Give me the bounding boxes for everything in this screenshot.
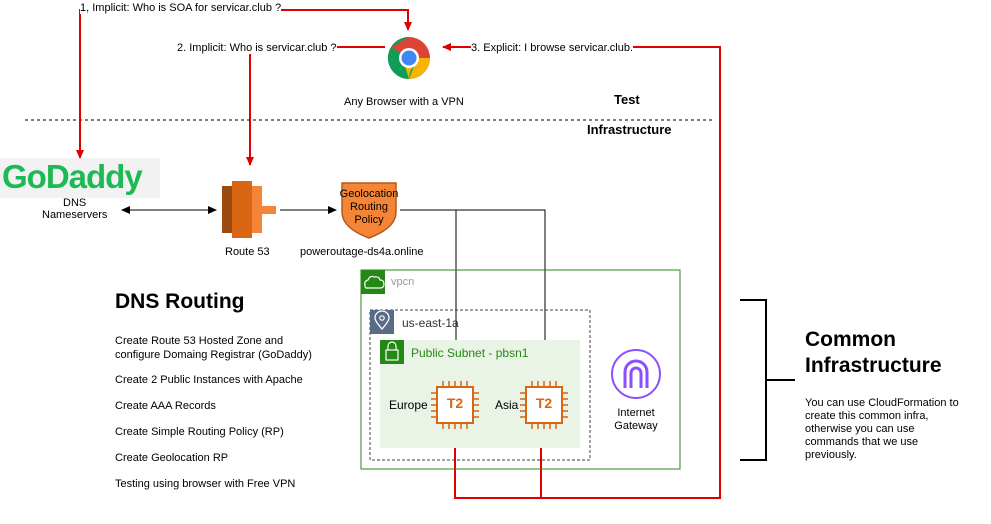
common-desc-line5: previously. <box>805 449 857 461</box>
geo-asia-link <box>400 209 549 381</box>
igw-line1: Internet <box>617 407 655 419</box>
geo-domain-label: poweroutage-ds4a.online <box>300 246 424 258</box>
dns-step-4: Create Simple Routing Policy (RP) <box>115 426 284 438</box>
godaddy-logo: GoDaddy <box>2 158 143 195</box>
browse-label: 3. Explicit: I browse servicar.club. <box>471 42 634 54</box>
common-infra-title-line2: Infrastructure <box>805 354 942 377</box>
dns-step-3: Create AAA Records <box>115 400 216 412</box>
common-infra-title-line1: Common <box>805 328 896 351</box>
common-infra-desc: You can use CloudFormation to create thi… <box>805 397 959 462</box>
az-icon-bg <box>370 310 394 334</box>
asia-instance-type: T2 <box>535 395 553 411</box>
cloud-icon <box>364 275 385 289</box>
godaddy-logo-bg <box>0 158 160 198</box>
common-desc-line2: create this common infra, <box>805 410 929 422</box>
godaddy-label-line1: DNS <box>63 197 87 209</box>
who-query-label: 2. Implicit: Who is servicar.club ? <box>177 42 337 54</box>
internet-gateway-icon <box>611 349 661 399</box>
geo-line2: Routing <box>350 201 388 213</box>
vpc-label: vpcn <box>391 276 415 288</box>
vpc-box <box>360 269 681 470</box>
az-label: us-east-1a <box>402 316 459 330</box>
geo-line3: Policy <box>354 214 384 226</box>
common-infra-bracket <box>740 299 795 461</box>
common-desc-line4: commands that we use <box>805 436 919 448</box>
dns-step-1-line2: configure Domaing Registrar (GoDaddy) <box>115 349 312 361</box>
lock-icon <box>385 341 399 361</box>
subnet-label: Public Subnet - pbsn1 <box>411 346 529 360</box>
europe-label: Europe <box>389 398 428 412</box>
dns-step-2: Create 2 Public Instances with Apache <box>115 374 303 386</box>
godaddy-label-line2: Nameservers <box>42 209 108 221</box>
europe-chip-icon <box>431 381 479 429</box>
chrome-icon <box>387 36 430 80</box>
common-desc-line1: You can use CloudFormation to <box>805 397 959 409</box>
common-infra-title: Common Infrastructure <box>805 327 942 379</box>
dns-step-5: Create Geolocation RP <box>115 452 229 464</box>
common-desc-line3: otherwise you can use <box>805 423 915 435</box>
dns-step-6: Testing using browser with Free VPN <box>115 478 296 490</box>
zone-infra-label: Infrastructure <box>587 122 672 137</box>
route53-label: Route 53 <box>225 246 270 258</box>
geo-line1: Geolocation <box>339 188 399 200</box>
soa-query-arrow <box>76 9 409 159</box>
igw-label: Internet Gateway <box>606 407 666 433</box>
geolocation-policy-icon <box>341 182 397 239</box>
geo-policy-text: Geolocation Routing Policy <box>336 188 402 227</box>
route53-icon <box>222 181 276 238</box>
location-pin-icon <box>374 310 390 330</box>
soa-query-label: 1, Implicit: Who is SOA for servicar.clu… <box>80 2 282 14</box>
europe-instance-type: T2 <box>446 395 464 411</box>
igw-line2: Gateway <box>614 420 658 432</box>
asia-label: Asia <box>495 398 519 412</box>
zone-test-label: Test <box>614 92 640 107</box>
dns-step-1: Create Route 53 Hosted Zone and configur… <box>115 334 312 362</box>
availability-zone-box <box>369 309 591 461</box>
dns-routing-title: DNS Routing <box>115 290 245 313</box>
browser-label: Any Browser with a VPN <box>344 96 464 108</box>
dns-step-1-line1: Create Route 53 Hosted Zone and <box>115 335 284 347</box>
asia-chip-icon <box>520 381 568 429</box>
